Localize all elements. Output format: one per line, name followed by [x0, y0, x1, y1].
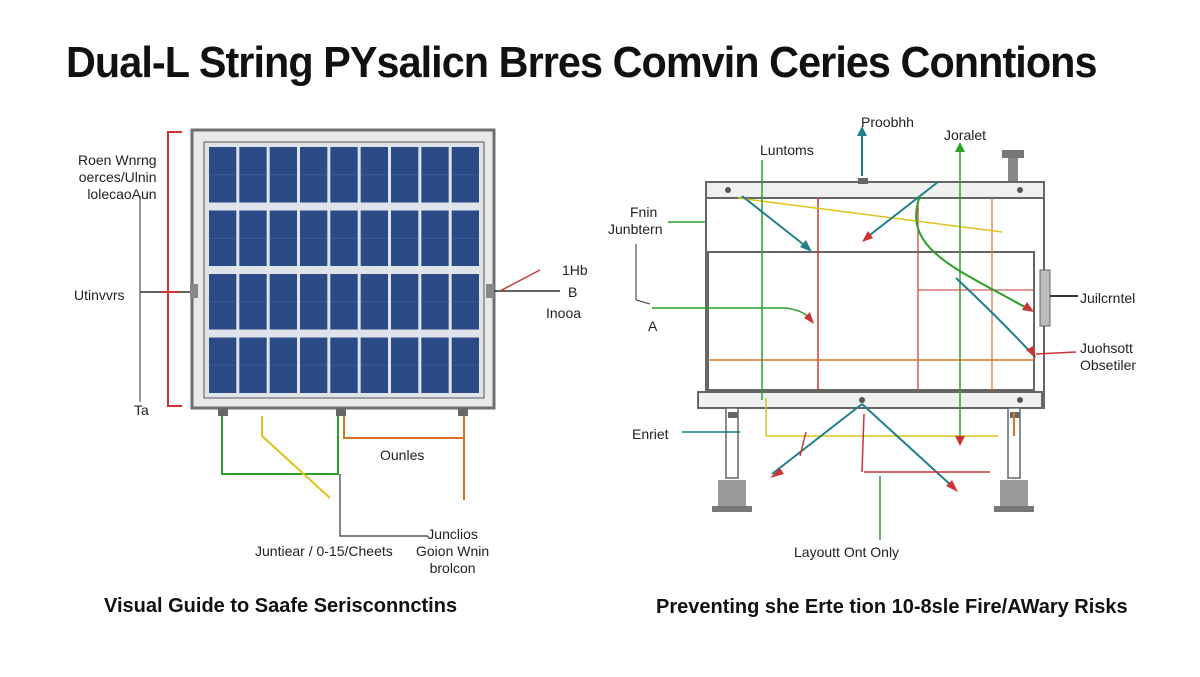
left-label-below: Ounles	[380, 447, 425, 463]
left-label-junction: Juntiear / 0-15/Cheets	[255, 543, 393, 559]
left-label-mid: Utinvvrs	[74, 287, 125, 303]
solar-cells	[209, 147, 479, 393]
right-label-left-c: Enriet	[632, 426, 669, 442]
right-caption: Preventing she Erte tion 10-8sle Fire/AW…	[656, 596, 1128, 618]
left-caption: Visual Guide to Saafe Serisconnctins	[104, 595, 458, 617]
right-label-top-b: Joralet	[944, 127, 987, 143]
left-label-right-mid: B	[568, 284, 578, 300]
left-label-right-top: 1Hb	[562, 262, 588, 278]
right-label-right-a: Juilcrntel	[1080, 290, 1136, 306]
right-label-top-a: Proobhh	[861, 114, 914, 130]
page-title: Dual-L String PYsalicn Brres Comvin Ceri…	[66, 38, 1097, 87]
right-label-top-c: Luntoms	[760, 142, 814, 158]
left-label-top: Roen Wnrng oerces/Ulnin lolecaoAun	[78, 152, 157, 202]
right-label-right-b: Juohsott Obsetiler	[1080, 340, 1137, 373]
right-label-left-b: A	[648, 318, 658, 334]
left-label-bottom: Ta	[134, 402, 149, 418]
left-label-junction2: Junclios Goion Wnin brolcon	[416, 526, 490, 576]
right-label-left-a: Fnin Junbtern	[608, 204, 663, 237]
right-label-bottom: Layoutt Ont Only	[794, 544, 900, 560]
left-label-right-bot: Inooa	[546, 305, 582, 321]
